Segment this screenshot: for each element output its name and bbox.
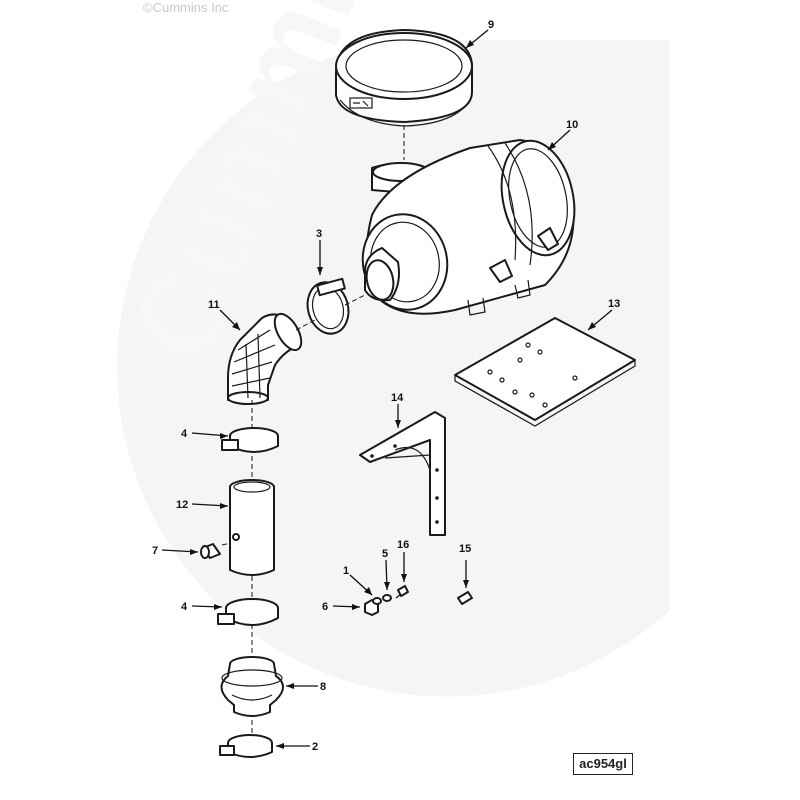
callout-16: 16 — [397, 539, 409, 551]
callout-4-upper: 4 — [181, 428, 188, 440]
callout-3: 3 — [316, 228, 322, 240]
callout-12: 12 — [176, 499, 188, 511]
reference-code-box: ac954gl — [573, 753, 633, 775]
part-14-bracket — [359, 411, 446, 536]
callout-13: 13 — [608, 298, 620, 310]
centerline-elbow-to-clamp — [295, 319, 316, 331]
callout-8: 8 — [320, 681, 326, 693]
part-10-air-cleaner-housing — [361, 139, 576, 316]
copyright-text: ©Cummins Inc — [143, 0, 229, 15]
part-4-upper-clamp — [221, 427, 279, 453]
part-15-pin — [457, 591, 473, 605]
part-4-lower-clamp — [217, 598, 279, 626]
callout-15: 15 — [459, 543, 471, 555]
part-2-clamp — [219, 734, 273, 758]
callout-6: 6 — [322, 601, 328, 613]
callout-14: 14 — [391, 392, 404, 404]
part-7-indicator — [200, 543, 221, 559]
part-5-washer — [382, 594, 392, 602]
callout-2: 2 — [312, 741, 318, 753]
callout-11: 11 — [208, 299, 220, 311]
part-16-bolt — [395, 585, 409, 599]
callout-9: 9 — [488, 19, 494, 31]
part-13-mounting-plate — [454, 317, 636, 427]
callout-1: 1 — [343, 565, 349, 577]
part-8-adapter — [220, 656, 284, 717]
centerline-clamp-to-housing — [344, 294, 366, 306]
callout-5: 5 — [382, 548, 388, 560]
callout-7: 7 — [152, 545, 158, 557]
callout-4-lower: 4 — [181, 601, 188, 613]
part-1-washer — [372, 597, 382, 605]
part-12-tube — [229, 479, 275, 576]
part-3-clamp — [306, 277, 350, 335]
part-9-cover — [335, 29, 473, 127]
part-11-elbow — [227, 312, 303, 405]
callout-arrows — [161, 29, 613, 749]
callout-10: 10 — [566, 119, 578, 131]
